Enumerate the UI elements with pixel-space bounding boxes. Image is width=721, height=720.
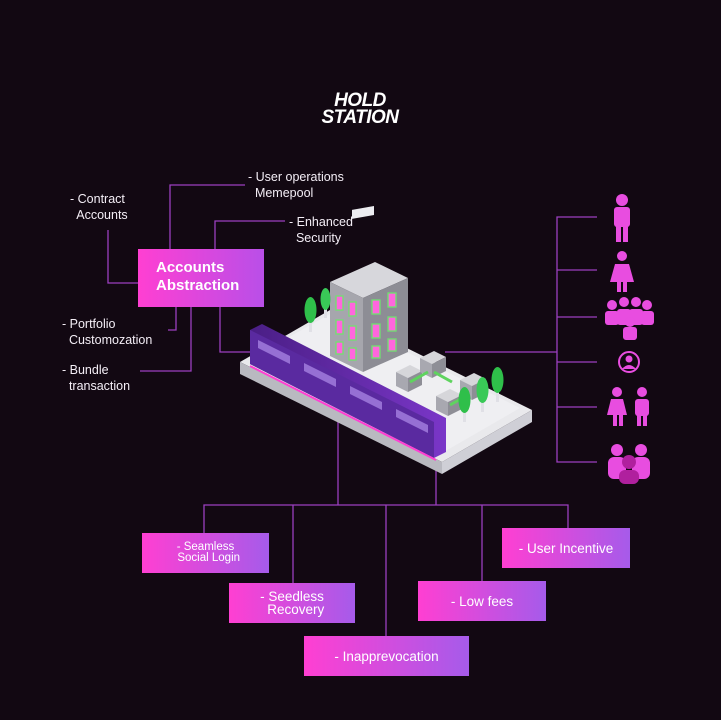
group-icon xyxy=(608,444,650,484)
benefit-low-fees: - Low fees xyxy=(418,581,546,621)
label-portfolio: - Portfolio Customozation xyxy=(62,317,153,347)
couple-icon xyxy=(607,387,649,426)
benefit-inapprevocation: - Inapprevocation xyxy=(304,636,469,676)
line-contract-accounts xyxy=(107,230,138,284)
connector-lines xyxy=(107,184,597,636)
benefit-user-incentive: - User Incentive xyxy=(502,528,630,568)
logo-line-2: STATION xyxy=(321,107,399,128)
city-platform xyxy=(240,310,532,474)
benefit-social-login: - Seamless Social Login xyxy=(142,533,269,573)
trees xyxy=(304,288,504,422)
train xyxy=(249,324,446,461)
user-circle-icon xyxy=(618,351,640,373)
accounts-abstraction-box: Accounts Abstraction xyxy=(138,249,264,307)
office-building xyxy=(330,206,408,372)
crowd-icon xyxy=(605,297,654,340)
line-bundle xyxy=(140,307,192,372)
label-bundle: - Bundle transaction xyxy=(62,363,131,393)
benefit-seedless-recovery: - Seedless Recovery xyxy=(229,583,355,623)
line-portfolio xyxy=(168,307,177,331)
label-enhanced-security: - Enhanced Security xyxy=(289,215,353,245)
line-enhanced-security xyxy=(214,220,285,249)
label-user-operations: - User operations Memepool xyxy=(248,170,344,200)
woman-icon xyxy=(610,251,634,292)
logo-line-1: HOLD xyxy=(334,90,386,111)
line-user-operations xyxy=(169,184,245,249)
holdstation-logo: HOLD STATION xyxy=(318,90,402,128)
man-icon xyxy=(614,194,630,242)
line-to-platform xyxy=(219,307,255,353)
line-user-bracket xyxy=(556,216,597,463)
label-contract-accounts: - Contract Accounts xyxy=(70,192,128,222)
